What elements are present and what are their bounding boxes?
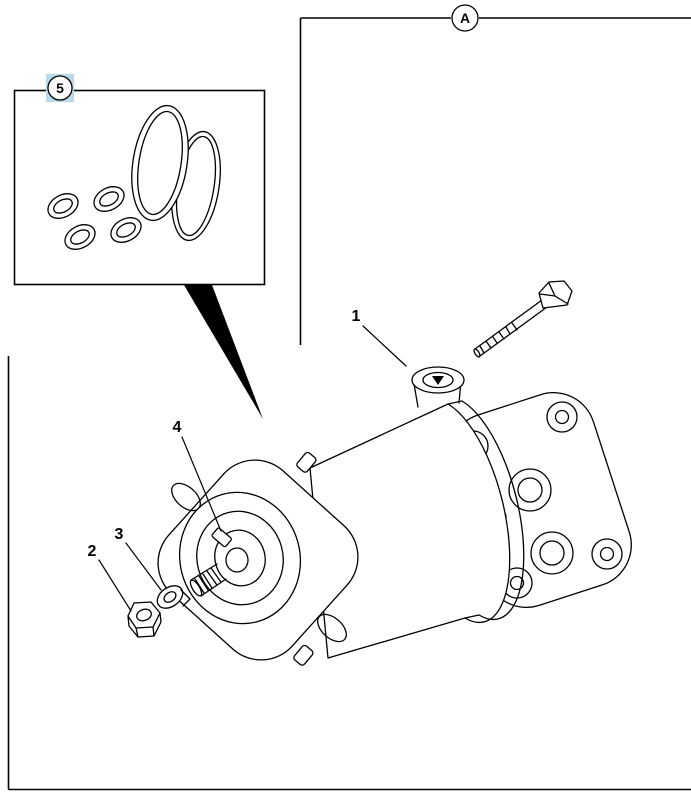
callout-5[interactable]: 5 — [46, 74, 74, 102]
leader-4 — [181, 436, 222, 532]
leader-1 — [362, 325, 407, 367]
flange-tab-bottom — [293, 644, 314, 666]
view-callout-a-label: A — [460, 10, 470, 26]
callout-1[interactable]: 1 — [352, 308, 361, 325]
callout-3[interactable]: 3 — [115, 526, 124, 543]
leader-2 — [98, 559, 132, 612]
o-ring-1 — [47, 193, 79, 219]
callout-5-circle — [47, 75, 73, 101]
hex-nut — [127, 601, 162, 638]
pump-body-rim — [461, 400, 525, 621]
o-ring-3 — [93, 186, 125, 212]
view-callout-a-circle — [451, 4, 479, 32]
sheet-frame — [7, 17, 691, 791]
view-callout-a[interactable]: A — [451, 4, 479, 32]
nut-top-face — [127, 601, 161, 629]
drive-shaft — [189, 527, 249, 597]
callout-2[interactable]: 2 — [88, 543, 97, 560]
oval-seal-front — [131, 104, 189, 222]
plug-arrow-icon — [432, 376, 444, 385]
o-ring-2 — [64, 224, 96, 250]
o-ring-group — [47, 186, 142, 250]
leader-3 — [125, 542, 162, 591]
callout-5-label: 5 — [56, 80, 64, 96]
flange-tab-top — [296, 451, 317, 473]
top-plug — [411, 366, 465, 408]
nut-depth — [127, 612, 162, 638]
seal-kit-inset-box — [13, 89, 266, 286]
washer-tab — [180, 589, 191, 607]
nut-hole — [136, 608, 152, 622]
tab-washer — [156, 585, 191, 609]
bolt-stud — [473, 280, 573, 358]
flange-slot-bottom — [317, 613, 347, 643]
inset-pointer-wedge — [184, 285, 263, 419]
o-ring-4 — [110, 217, 142, 243]
pump-body — [309, 366, 525, 659]
shaft-key — [211, 527, 232, 548]
pump-body-outline — [309, 403, 511, 659]
shaft-end-face — [225, 547, 249, 573]
callout-4[interactable]: 4 — [173, 419, 182, 436]
leader-lines — [98, 325, 407, 612]
